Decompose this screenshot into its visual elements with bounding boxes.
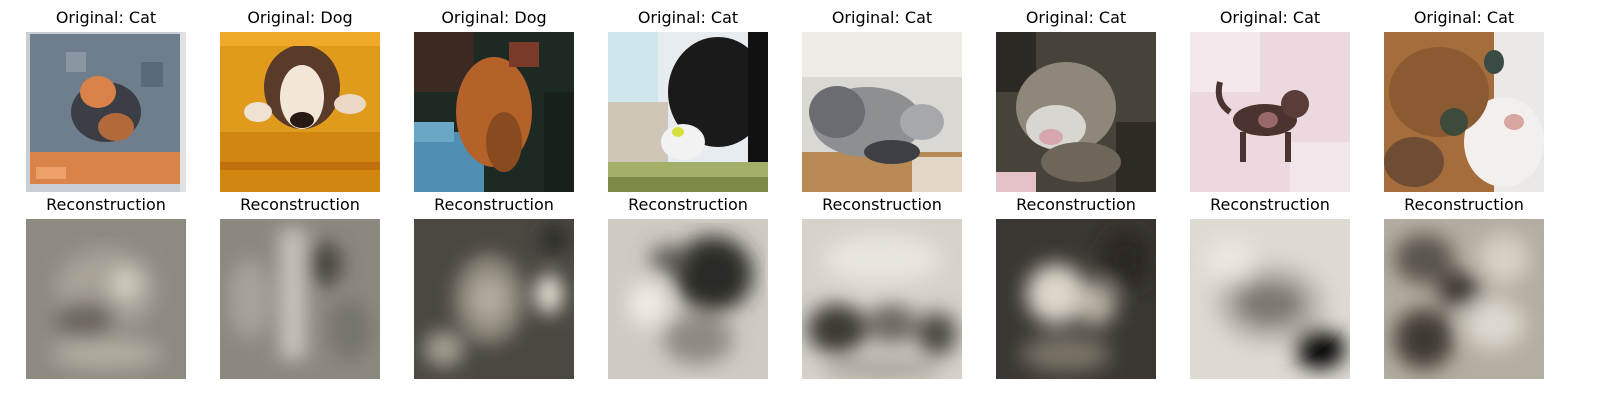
reconstruction-title: Reconstruction [628,195,748,214]
original-title: Original: Cat [831,8,933,27]
original-title: Original: Cat [1025,8,1127,27]
reconstruction-title: Reconstruction [240,195,360,214]
original-image [802,32,962,192]
reconstruction-image [802,219,962,379]
original-image [26,32,186,192]
reconstruction-title: Reconstruction [434,195,554,214]
reconstruction-image [414,219,574,379]
reconstruction-image [220,219,380,379]
reconstruction-title: Reconstruction [1404,195,1524,214]
original-title: Original: Cat [637,8,739,27]
original-title: Original: Cat [55,8,157,27]
reconstruction-image [1190,219,1350,379]
original-image [1384,32,1544,192]
reconstruction-image [1384,219,1544,379]
reconstruction-title: Reconstruction [1016,195,1136,214]
reconstruction-title: Reconstruction [822,195,942,214]
reconstruction-title: Reconstruction [1210,195,1330,214]
original-image [414,32,574,192]
original-title: Original: Dog [247,8,353,27]
original-title: Original: Cat [1413,8,1515,27]
reconstruction-image [608,219,768,379]
original-image [608,32,768,192]
original-image [220,32,380,192]
original-image [996,32,1156,192]
reconstruction-image [996,219,1156,379]
reconstruction-image [26,219,186,379]
original-title: Original: Cat [1219,8,1321,27]
reconstruction-title: Reconstruction [46,195,166,214]
original-title: Original: Dog [441,8,547,27]
original-image [1190,32,1350,192]
